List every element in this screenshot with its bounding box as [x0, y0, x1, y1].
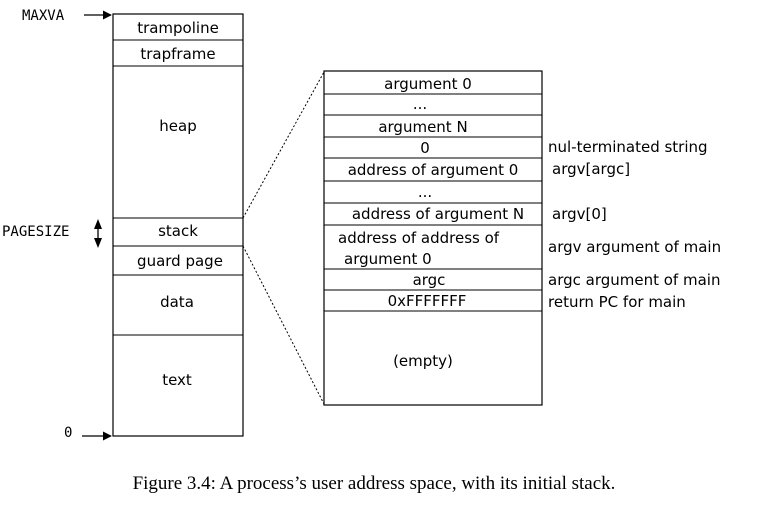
cell-return-pc: 0xFFFFFFF	[388, 292, 467, 310]
annotation-nul-terminated-string: nul-terminated string	[548, 138, 708, 156]
cell-null-terminator: 0	[420, 139, 430, 157]
annotation-argv-argument-of-main: argv argument of main	[548, 238, 721, 256]
stack-annotations: nul-terminated string argv[argc] argv[0]…	[548, 138, 721, 311]
cell-address-of-argument-0: address of argument 0	[348, 161, 519, 179]
zero-address-label: 0	[64, 425, 72, 441]
cell-argument-0: argument 0	[384, 75, 472, 93]
zoom-connector-top	[242, 71, 325, 219]
cell-argv-pointer-line2: argument 0	[344, 250, 432, 268]
stack-detail-box	[323, 70, 543, 406]
region-text: text	[162, 371, 192, 389]
address-space-column: trampoline trapframe heap stack guard pa…	[112, 13, 244, 437]
cell-argv-pointer-line1: address of address of	[338, 229, 500, 247]
address-markers: MAXVA PAGESIZE 0	[2, 8, 112, 441]
address-space-box	[112, 13, 244, 437]
annotation-argc-argument-of-main: argc argument of main	[548, 271, 720, 289]
cell-ellipsis-addresses: ...	[418, 183, 432, 201]
cell-argc: argc	[413, 271, 446, 289]
region-heap: heap	[159, 117, 196, 135]
pagesize-double-arrow-icon	[94, 219, 102, 248]
region-trampoline: trampoline	[137, 19, 219, 37]
pagesize-label: PAGESIZE	[2, 224, 69, 240]
region-trapframe: trapframe	[140, 45, 215, 63]
region-guard-page: guard page	[137, 252, 223, 270]
zoom-connector-bottom	[242, 245, 325, 405]
region-stack: stack	[158, 222, 198, 240]
maxva-label: MAXVA	[22, 8, 65, 24]
cell-ellipsis-args: ...	[413, 95, 427, 113]
annotation-argv-argc: argv[argc]	[552, 160, 630, 178]
annotation-return-pc: return PC for main	[548, 293, 686, 311]
annotation-argv-0: argv[0]	[552, 205, 607, 223]
stack-detail-column: argument 0 ... argument N 0 address of a…	[323, 70, 543, 406]
cell-address-of-argument-n: address of argument N	[352, 205, 524, 223]
region-data: data	[160, 293, 194, 311]
figure-caption: Figure 3.4: A process’s user address spa…	[133, 473, 616, 494]
cell-empty: (empty)	[393, 352, 453, 370]
cell-argument-n: argument N	[378, 118, 467, 136]
